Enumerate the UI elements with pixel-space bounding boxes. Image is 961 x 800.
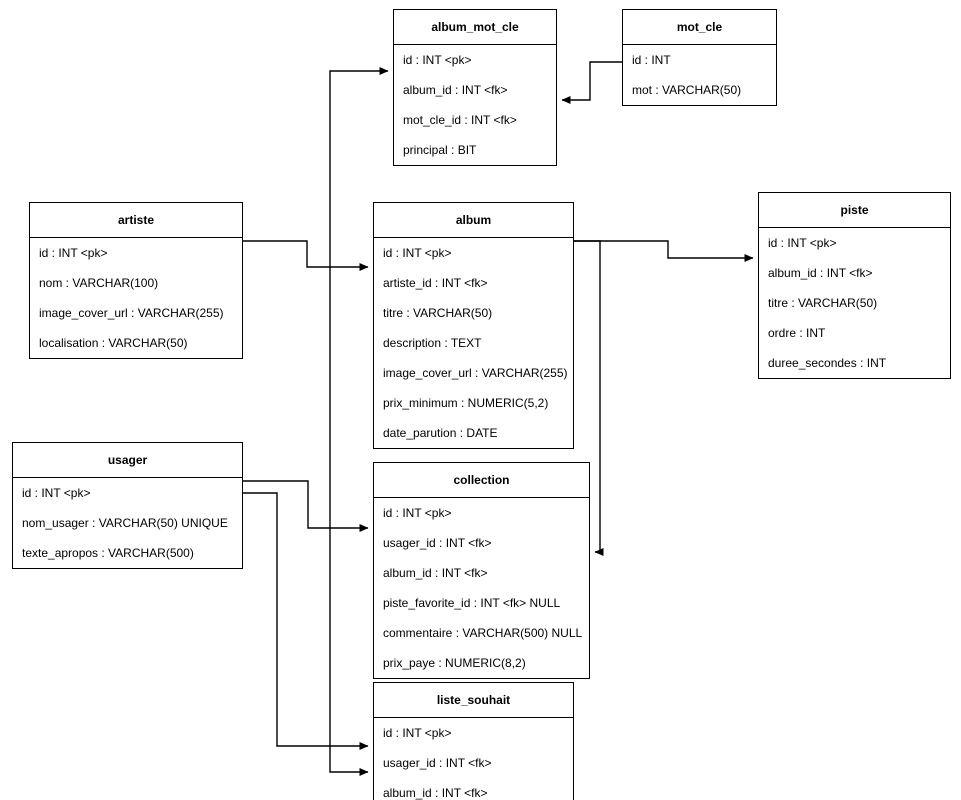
entity-attributes-album: id : INT <pk> artiste_id : INT <fk> titre … xyxy=(374,238,573,448)
attribute-row: id : INT <pk> xyxy=(403,53,472,67)
attribute-row: commentaire : VARCHAR(500) NULL xyxy=(383,626,583,640)
attribute-row: principal : BIT xyxy=(403,143,477,157)
entity-artiste[interactable]: artiste id : INT <pk> nom : VARCHAR(100) im… xyxy=(29,202,243,359)
attribute-row: localisation : VARCHAR(50) xyxy=(39,336,188,350)
relationship-connector xyxy=(574,240,754,262)
entity-album[interactable]: album id : INT <pk> artiste_id : INT <fk> t… xyxy=(373,202,574,449)
entity-piste[interactable]: piste id : INT <pk> album_id : INT <fk> tit… xyxy=(758,192,951,379)
attribute-row: nom_usager : VARCHAR(50) UNIQUE xyxy=(22,516,228,530)
relationship-connector xyxy=(243,480,369,532)
attribute-row: image_cover_url : VARCHAR(255) xyxy=(383,366,568,380)
attribute-row: id : INT <pk> xyxy=(383,246,452,260)
attribute-row: date_parution : DATE xyxy=(383,426,498,440)
relationship-connector xyxy=(243,240,369,271)
entity-title-album_mot_cle: album_mot_cle xyxy=(394,10,556,45)
attribute-row: titre : VARCHAR(50) xyxy=(383,306,493,320)
entity-title-liste_souhait: liste_souhait xyxy=(374,683,573,718)
attribute-row: id : INT <pk> xyxy=(39,246,108,260)
attribute-row: artiste_id : INT <fk> xyxy=(383,276,488,290)
attribute-row: id : INT <pk> xyxy=(22,486,91,500)
attribute-row: texte_apropos : VARCHAR(500) xyxy=(22,546,194,560)
attribute-row: ordre : INT xyxy=(768,326,826,340)
attribute-row: album_id : INT <fk> xyxy=(768,266,873,280)
entity-attributes-piste: id : INT <pk> album_id : INT <fk> titre : … xyxy=(759,228,950,378)
attribute-row: description : TEXT xyxy=(383,336,482,350)
attribute-row: album_id : INT <fk> xyxy=(383,786,488,800)
relationship-connector xyxy=(329,267,369,776)
attribute-row: id : INT xyxy=(632,53,671,67)
attribute-row: mot_cle_id : INT <fk> xyxy=(403,113,517,127)
attribute-row: id : INT <pk> xyxy=(768,236,837,250)
entity-title-usager: usager xyxy=(13,443,242,478)
entity-collection[interactable]: collection id : INT <pk> usager_id : INT <… xyxy=(373,462,590,679)
entity-title-mot_cle: mot_cle xyxy=(623,10,776,45)
attribute-row: id : INT <pk> xyxy=(383,726,452,740)
entity-title-collection: collection xyxy=(374,463,589,498)
attribute-row: album_id : INT <fk> xyxy=(383,566,488,580)
relationship-connector xyxy=(243,492,369,750)
attribute-row: image_cover_url : VARCHAR(255) xyxy=(39,306,224,320)
entity-attributes-usager: id : INT <pk> nom_usager : VARCHAR(50) UN… xyxy=(13,478,242,568)
attribute-row: id : INT <pk> xyxy=(383,506,452,520)
entity-attributes-album_mot_cle: id : INT <pk> album_id : INT <fk> mot_cle_… xyxy=(394,45,556,165)
attribute-row: mot : VARCHAR(50) xyxy=(632,83,742,97)
attribute-row: prix_minimum : NUMERIC(5,2) xyxy=(383,396,549,410)
entity-attributes-artiste: id : INT <pk> nom : VARCHAR(100) image_cov… xyxy=(30,238,242,358)
attribute-row: piste_favorite_id : INT <fk> NULL xyxy=(383,596,561,610)
attribute-row: album_id : INT <fk> xyxy=(403,83,508,97)
entity-title-piste: piste xyxy=(759,193,950,228)
attribute-row: prix_paye : NUMERIC(8,2) xyxy=(383,656,526,670)
attribute-row: duree_secondes : INT xyxy=(768,356,887,370)
attribute-row: nom : VARCHAR(100) xyxy=(39,276,159,290)
attribute-row: titre : VARCHAR(50) xyxy=(768,296,878,310)
attribute-row: usager_id : INT <fk> xyxy=(383,756,492,770)
entity-attributes-liste_souhait: id : INT <pk> usager_id : INT <fk> album_i… xyxy=(374,718,573,800)
attribute-row: usager_id : INT <fk> xyxy=(383,536,492,550)
entity-usager[interactable]: usager id : INT <pk> nom_usager : VARCHAR(… xyxy=(12,442,243,569)
relationship-connector xyxy=(561,61,622,104)
entity-title-artiste: artiste xyxy=(30,203,242,238)
entity-title-album: album xyxy=(374,203,573,238)
entity-attributes-mot_cle: id : INT mot : VARCHAR(50) xyxy=(623,45,776,105)
entity-attributes-collection: id : INT <pk> usager_id : INT <fk> album_i… xyxy=(374,498,589,678)
